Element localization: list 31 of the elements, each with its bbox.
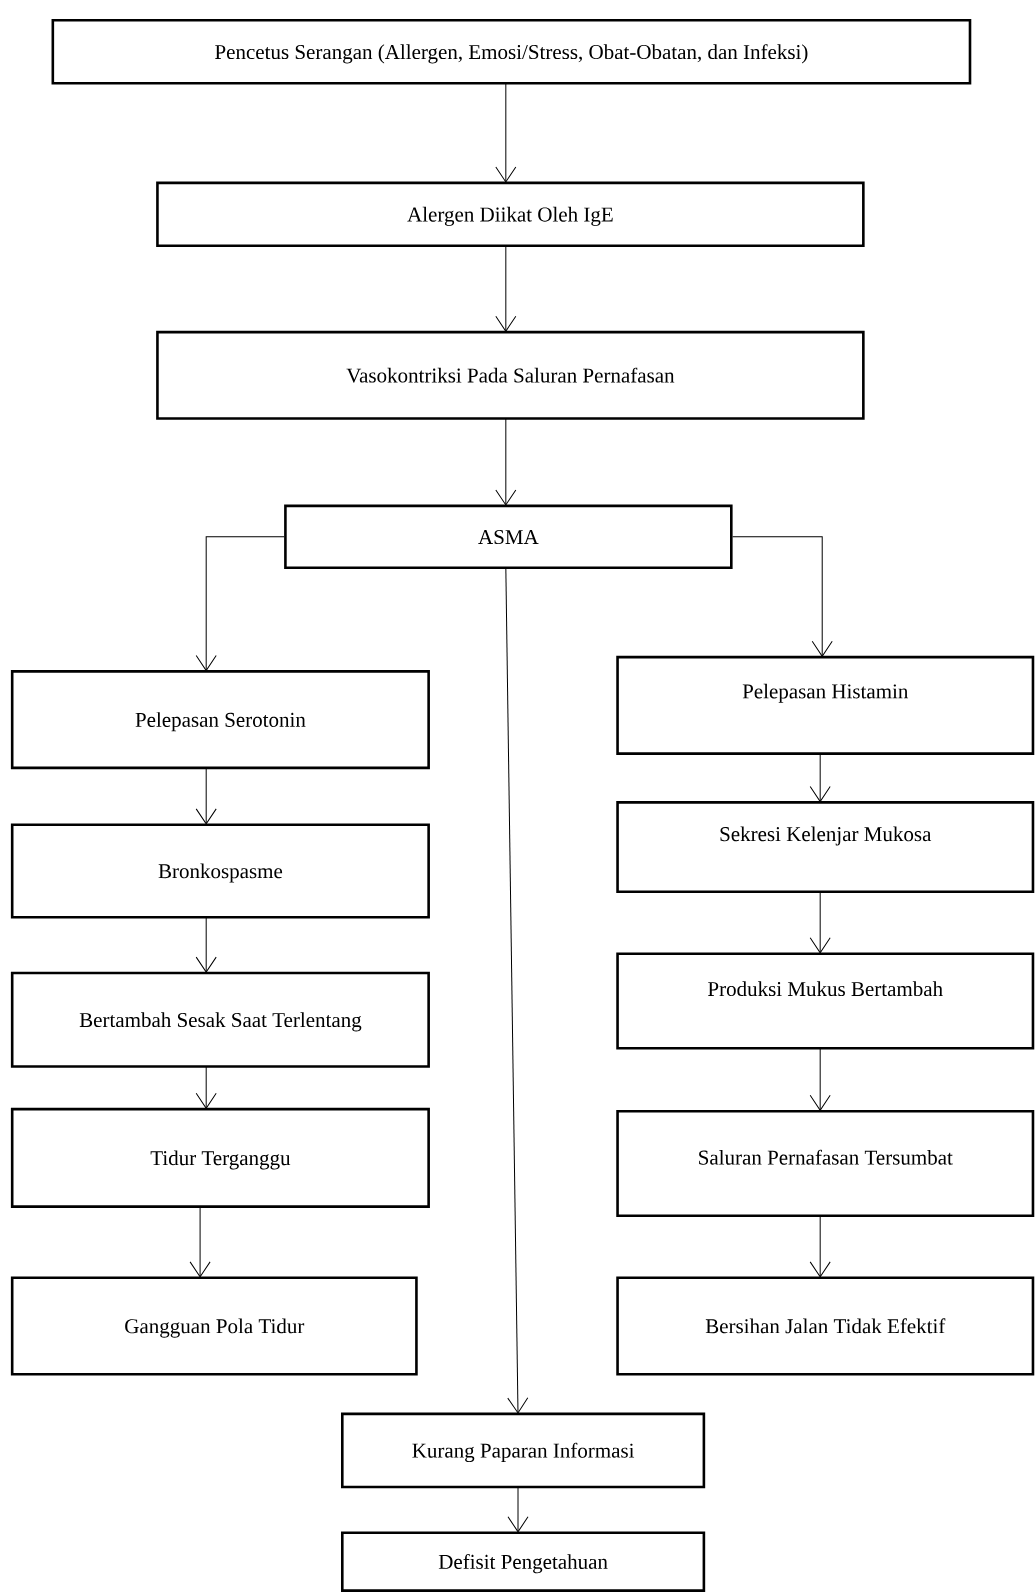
arrow <box>495 418 517 506</box>
process-box: ASMA <box>284 504 733 570</box>
arrow <box>195 1066 217 1109</box>
arrow <box>809 1215 831 1278</box>
process-box: Defisit Pengetahuan <box>341 1531 706 1592</box>
process-box: Gangguan Pola Tidur <box>10 1276 418 1376</box>
process-box: Sekresi Kelenjar Mukosa <box>616 801 1035 894</box>
arrow <box>809 891 831 954</box>
process-box: Produksi Mukus Bertambah <box>616 952 1035 1050</box>
arrow <box>195 916 217 973</box>
arrow <box>809 1047 831 1111</box>
process-box: Pelepasan Serotonin <box>10 670 430 770</box>
process-box: Saluran Pernafasan Tersumbat <box>616 1109 1035 1218</box>
process-box: Pelepasan Histamin <box>616 655 1035 755</box>
process-box: Vasokontriksi Pada Saluran Pernafasan <box>156 330 865 420</box>
arrow <box>195 536 285 671</box>
process-box: Bertambah Sesak Saat Terlentang <box>10 971 430 1068</box>
arrow <box>495 245 517 332</box>
process-box: Bronkospasme <box>10 823 430 919</box>
arrow <box>732 536 833 657</box>
process-box: Alergen Diikat Oleh IgE <box>156 181 865 248</box>
arrow <box>809 753 831 802</box>
arrow <box>189 1206 211 1278</box>
process-box: Tidur Terganggu <box>10 1107 430 1208</box>
arrow <box>507 1486 529 1533</box>
process-box: Kurang Paparan Informasi <box>341 1412 706 1489</box>
arrow <box>195 767 217 825</box>
process-box: Bersihan Jalan Tidak Efektif <box>616 1276 1035 1376</box>
arrow <box>495 82 517 183</box>
process-box: Pencetus Serangan (Allergen, Emosi/Stress, Obat-Obatan, dan Infeksi) <box>51 19 972 85</box>
arrow <box>505 567 529 1414</box>
